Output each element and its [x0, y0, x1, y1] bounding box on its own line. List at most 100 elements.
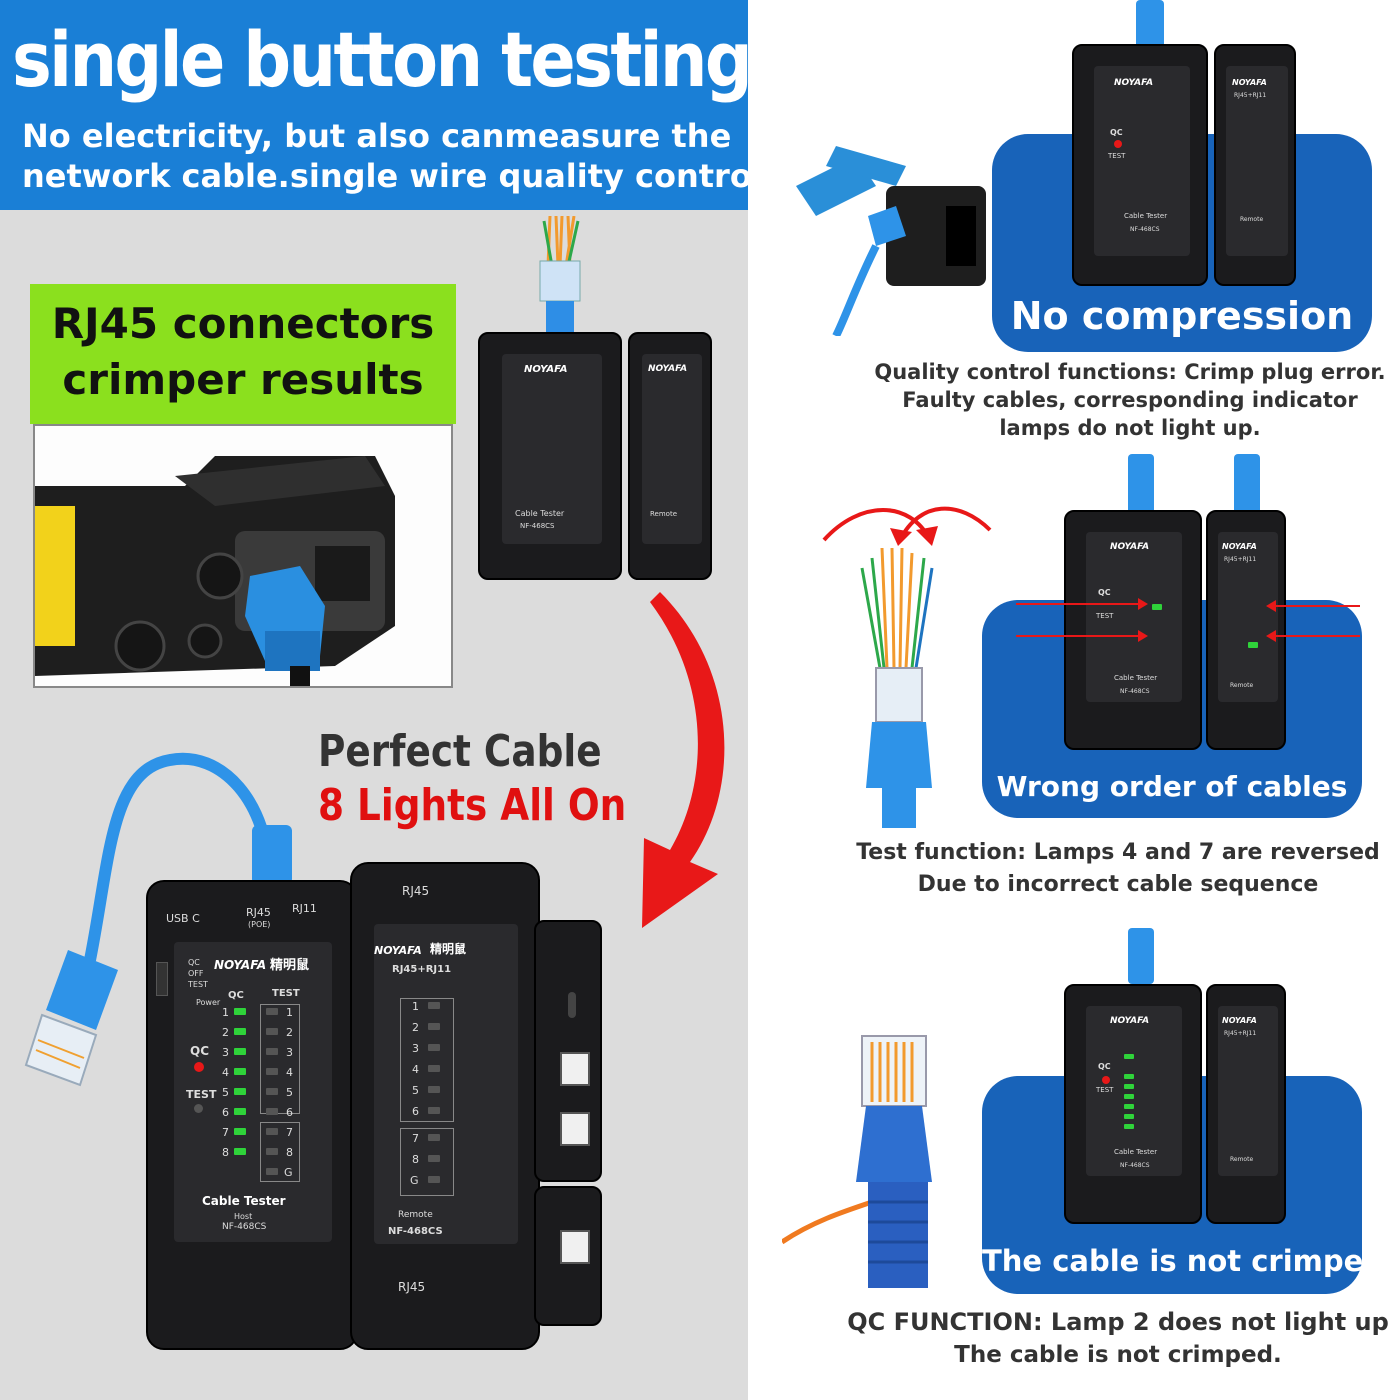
panel-1-tester-remote: NOYAFA RJ45+RJ11 Remote	[1214, 44, 1296, 286]
panel-2-test: TEST	[1096, 612, 1114, 620]
small-remote-label: Remote	[650, 510, 678, 518]
remote-faceplate	[374, 924, 518, 1244]
column-qc: QC	[228, 990, 244, 1001]
panel-1-caption-line2: Faulty cables, corresponding indicator	[902, 388, 1358, 412]
panel-1-tester-master: NOYAFA QC TEST Cable Tester NF-468CS	[1072, 44, 1208, 286]
panel-1-caption-line1: Quality control functions: Crimp plug er…	[874, 360, 1386, 384]
switch-qc-label: QC	[188, 958, 200, 967]
panel-1-test: TEST	[1108, 152, 1126, 160]
main-tester-remote: RJ45 NOYAFA 精明鼠 RJ45+RJ11 1 2 3 4 5 6 7 …	[350, 862, 540, 1350]
panel-3-caption-line1: QC FUNCTION: Lamp 2 does not light up	[847, 1308, 1389, 1336]
panel-3-qc-led-8	[1124, 1124, 1134, 1129]
test-led-group-2	[260, 1122, 300, 1182]
panel-3-cable-top	[1128, 928, 1154, 984]
panel-3-caption-line2: The cable is not crimped.	[954, 1342, 1282, 1368]
panel-3-remote-type: RJ45+RJ11	[1224, 1030, 1257, 1037]
usb-c-label: USB C	[166, 912, 200, 925]
qc-led-8	[234, 1148, 246, 1155]
panel-1-remote-type: RJ45+RJ11	[1234, 92, 1267, 99]
side-port-module-bottom	[534, 1186, 602, 1326]
small-model-title: Cable Tester	[515, 509, 565, 518]
panel-2-qc: QC	[1098, 588, 1111, 597]
qc-indicator-red	[194, 1062, 204, 1072]
header-banner: single button testing No electricity, bu…	[0, 0, 763, 210]
qc-led-5	[234, 1088, 246, 1095]
crimper-photo	[33, 424, 453, 688]
panel-2-title: Wrong order of cables	[996, 770, 1348, 803]
switch-off-label: OFF	[188, 969, 204, 978]
panel-3-test: TEST	[1096, 1086, 1114, 1094]
side-qc-label: QC	[190, 1044, 210, 1058]
poe-label: (POE)	[248, 920, 271, 929]
rj45-connector-wires	[842, 547, 952, 828]
red-swap-arrows	[820, 500, 1000, 560]
rj11-port	[560, 1230, 590, 1264]
qc-led-6	[234, 1108, 246, 1115]
qc-led-3	[234, 1048, 246, 1055]
panel-1-brand: NOYAFA	[1114, 78, 1154, 88]
remote-led-group-2	[400, 1128, 454, 1196]
test-indicator	[194, 1104, 203, 1113]
panel-3-qc-led-7	[1124, 1114, 1134, 1119]
small-brand: NOYAFA	[524, 364, 568, 375]
mode-switch[interactable]	[156, 962, 168, 996]
switch-test-label: TEST	[188, 980, 208, 989]
side-test-label: TEST	[186, 1088, 217, 1101]
uncrimped-connector	[780, 1032, 952, 1288]
panel-2-model: NF-468CS	[1120, 688, 1150, 695]
host-sub-label: Host	[234, 1212, 253, 1221]
crimper-tool-photo	[796, 146, 996, 338]
panel-3-qc-led-5	[1124, 1094, 1134, 1099]
panel-2-brand: NOYAFA	[1110, 542, 1150, 552]
qc-led-1	[234, 1008, 246, 1015]
qc-led-2	[234, 1028, 246, 1035]
panel-3-qc-led-6	[1124, 1104, 1134, 1109]
panel-3-remote-brand: NOYAFA	[1222, 1016, 1257, 1025]
remote-chinese-brand: 精明鼠	[430, 942, 467, 956]
panel-3-qc-led-3	[1124, 1074, 1134, 1079]
cable-connector-top	[530, 215, 590, 332]
header-subtitle-line2: network cable.single wire quality contro…	[22, 157, 763, 195]
green-label-line1: RJ45 connectors	[51, 299, 435, 348]
panel-2-remote-led-7	[1248, 642, 1258, 648]
panel-3-qc-led-1	[1124, 1054, 1134, 1059]
remote-rj45-top: RJ45	[402, 884, 430, 898]
rj45-port-label: RJ45	[246, 906, 271, 919]
crimper-illustration	[35, 426, 451, 686]
panel-1-caption-line3: lamps do not light up.	[999, 416, 1261, 440]
panel-1-remote-label: Remote	[1240, 216, 1264, 223]
blue-patch-cable	[20, 740, 320, 1090]
panel-1-model: NF-468CS	[1130, 226, 1160, 233]
panel-3-qc: QC	[1098, 1062, 1111, 1071]
panel-3-title: The cable is not crimped.	[982, 1244, 1396, 1278]
panel-3-qc-led-4	[1124, 1084, 1134, 1089]
remote-type: RJ45+RJ11	[392, 964, 452, 975]
panel-3-model: NF-468CS	[1120, 1162, 1150, 1169]
remote-label: Remote	[398, 1210, 433, 1220]
remote-rj45-bottom: RJ45	[398, 1280, 426, 1294]
ground-label: G	[284, 1166, 293, 1179]
lights-all-on-heading: 8 Lights All On	[318, 780, 627, 831]
panel-2-cable-a	[1128, 454, 1154, 514]
header-subtitle-line1: No electricity, but also canmeasure the	[22, 117, 732, 155]
panel-3-tester-master: NOYAFA QC TEST Cable Tester NF-468CS	[1064, 984, 1202, 1224]
panel-2-indicator-arrows	[1016, 596, 1362, 646]
panel-1-remote-brand: NOYAFA	[1232, 78, 1267, 87]
panel-1-qc-red	[1114, 140, 1122, 148]
green-label-line2: crimper results	[62, 355, 424, 404]
qc-led-4	[234, 1068, 246, 1075]
usb-c-port	[568, 992, 576, 1018]
panel-2-tester-master: NOYAFA QC TEST Cable Tester NF-468CS	[1064, 510, 1202, 750]
perfect-cable-heading: Perfect Cable	[318, 726, 602, 777]
rj45-port-2	[560, 1112, 590, 1146]
panel-2-test-led-4	[1152, 604, 1162, 610]
panel-3-remote-label: Remote	[1230, 1156, 1254, 1163]
panel-2-caption-line1: Test function: Lamps 4 and 7 are reverse…	[856, 840, 1380, 865]
panel-3-tester-remote: NOYAFA RJ45+RJ11 Remote	[1206, 984, 1286, 1224]
qc-led-7	[234, 1128, 246, 1135]
red-arrow	[630, 592, 740, 932]
side-port-module-top	[534, 920, 602, 1182]
small-tester-master-left: NOYAFA Cable Tester NF-468CS	[478, 332, 622, 580]
remote-led-group-1	[400, 998, 454, 1122]
test-led-group-1	[260, 1004, 300, 1114]
